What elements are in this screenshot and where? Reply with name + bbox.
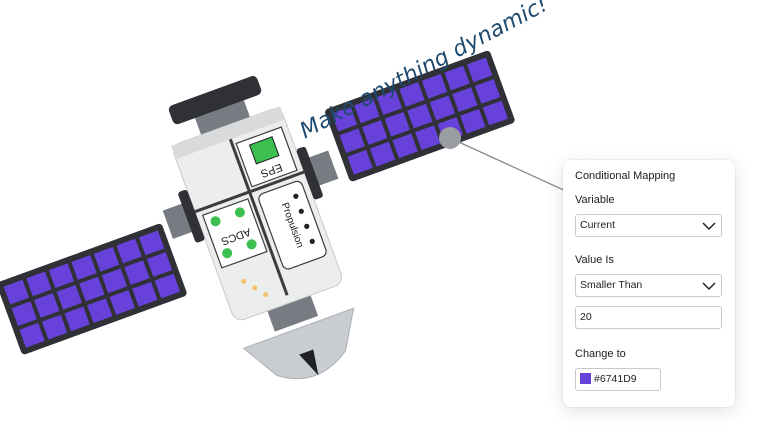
comparator-value: Smaller Than xyxy=(580,279,643,291)
conditional-mapping-panel: Conditional Mapping Variable Current Val… xyxy=(563,160,735,407)
variable-select[interactable]: Current xyxy=(575,214,722,237)
highlight-marker xyxy=(439,127,461,149)
solar-cell xyxy=(467,57,493,83)
solar-cell xyxy=(64,306,90,332)
solar-cell xyxy=(116,238,142,264)
solar-cell xyxy=(56,284,82,310)
solar-cell xyxy=(79,276,105,302)
panel-title: Conditional Mapping xyxy=(575,170,676,182)
dish xyxy=(242,307,355,380)
solar-cell xyxy=(384,111,410,137)
value-is-label: Value Is xyxy=(575,254,614,266)
variable-label: Variable xyxy=(575,194,615,206)
solar-cell xyxy=(34,293,60,318)
solar-cell xyxy=(19,322,45,348)
solar-cell xyxy=(331,106,357,132)
solar-cell xyxy=(452,87,478,113)
threshold-value: 20 xyxy=(580,311,592,323)
solar-cell xyxy=(146,252,173,277)
solar-cell xyxy=(354,98,380,124)
solar-cell xyxy=(41,314,68,340)
solar-cell xyxy=(109,290,135,315)
eps-indicator xyxy=(248,136,280,165)
dish-feed xyxy=(299,349,319,376)
solar-cell xyxy=(392,133,418,159)
solar-cell xyxy=(347,149,373,175)
solar-cell xyxy=(26,271,52,297)
solar-cell xyxy=(444,65,470,91)
color-picker-field[interactable]: #6741D9 xyxy=(575,368,661,391)
adcs-dot xyxy=(234,207,245,218)
variable-value: Current xyxy=(580,219,616,231)
color-hex-value: #6741D9 xyxy=(594,373,637,385)
adcs-dot xyxy=(246,239,257,250)
connector-line xyxy=(449,137,569,193)
solar-cell xyxy=(369,141,396,167)
solar-cell xyxy=(11,301,37,327)
solar-cell xyxy=(429,95,456,121)
solar-cell xyxy=(154,273,181,299)
solar-cell xyxy=(339,128,365,154)
solar-cell xyxy=(407,103,433,129)
chevron-down-icon xyxy=(702,282,716,291)
solar-panel-left xyxy=(0,223,187,355)
solar-cell xyxy=(132,281,158,307)
solar-panel-right xyxy=(325,50,515,182)
solar-cell xyxy=(93,246,120,272)
comparator-select[interactable]: Smaller Than xyxy=(575,274,722,297)
chevron-down-icon xyxy=(702,222,716,231)
solar-cell xyxy=(421,73,448,99)
solar-cell xyxy=(460,108,486,134)
solar-cell xyxy=(474,79,501,104)
threshold-input[interactable]: 20 xyxy=(575,306,722,329)
solar-cell xyxy=(415,125,441,151)
solar-cell xyxy=(124,260,150,286)
solar-cell xyxy=(362,120,388,145)
adcs-dot xyxy=(222,248,233,259)
adcs-module xyxy=(201,198,268,269)
solar-cell xyxy=(139,230,165,256)
solar-cell xyxy=(101,268,128,294)
solar-cell xyxy=(376,90,403,116)
solar-cell xyxy=(3,279,29,305)
solar-cell xyxy=(71,255,97,280)
change-to-label: Change to xyxy=(575,348,626,360)
color-swatch[interactable] xyxy=(580,373,591,384)
solar-cell xyxy=(87,298,113,324)
solar-cell xyxy=(399,82,425,107)
propulsion-module xyxy=(258,180,327,270)
solar-cell xyxy=(482,100,509,126)
solar-cell xyxy=(48,263,75,289)
adcs-dot xyxy=(210,216,221,227)
